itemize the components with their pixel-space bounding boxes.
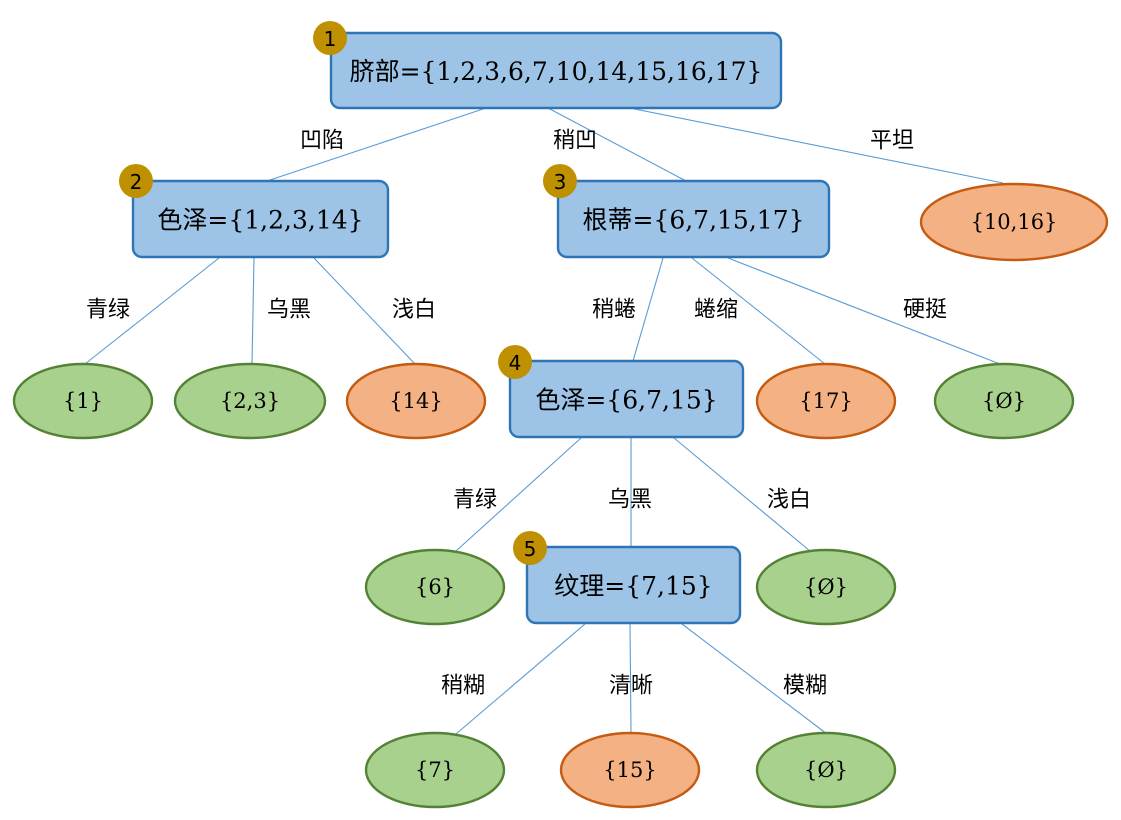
leaf-node-l_empty_b: {Ø} xyxy=(755,548,897,626)
edge-labels-layer: 凹陷稍凹平坦青绿乌黑浅白稍蜷蜷缩硬挺青绿乌黑浅白稍糊清晰模糊 xyxy=(86,129,947,699)
edge-n1-n3 xyxy=(547,107,687,182)
nodes-layer: {10,16} {1} {2,3} {14} {17} {Ø} {6} {Ø} {7} {15} {… xyxy=(12,21,1109,809)
edge-label-n5-l_empty_c: 模糊 xyxy=(783,674,827,699)
leaf-label: {15} xyxy=(603,758,656,782)
leaf-label: {17} xyxy=(799,389,852,413)
leaf-label: {Ø} xyxy=(982,389,1026,413)
edges-layer xyxy=(84,107,1004,735)
leaf-ellipse xyxy=(755,548,897,626)
edge-n3-l_17 xyxy=(691,257,826,365)
leaf-node-l_17: {17} xyxy=(755,362,897,440)
edge-label-n3-l_17: 蜷缩 xyxy=(694,298,738,323)
leaf-label: {Ø} xyxy=(804,758,848,782)
leaf-ellipse xyxy=(12,362,154,440)
leaf-ellipse xyxy=(364,731,506,809)
decision-node-n1: 脐部={1,2,3,6,7,10,14,15,16,17} 1 xyxy=(313,21,783,110)
leaf-label: {1} xyxy=(63,389,103,413)
edge-label-n4-n5: 乌黑 xyxy=(608,488,652,513)
leaf-node-l_10_16: {10,16} xyxy=(919,182,1109,262)
edge-label-n4-l_empty_b: 浅白 xyxy=(767,488,811,513)
leaf-node-l_empty_c: {Ø} xyxy=(755,731,897,809)
leaf-label: {14} xyxy=(389,389,442,413)
edge-n4-l_empty_b xyxy=(673,437,811,552)
step-badge-number: 3 xyxy=(554,170,567,194)
edge-n5-l_15 xyxy=(629,623,632,735)
edge-label-n4-l_6: 青绿 xyxy=(453,488,497,513)
leaf-node-l_14: {14} xyxy=(345,362,487,440)
edge-n3-n4 xyxy=(632,257,664,362)
step-badge-circle xyxy=(119,164,153,198)
node-label: 纹理={7,15} xyxy=(554,572,712,601)
step-badge-circle xyxy=(313,21,347,55)
leaf-ellipse xyxy=(364,548,506,626)
leaf-ellipse xyxy=(345,362,487,440)
edge-n2-l_1 xyxy=(84,257,220,365)
step-badge-number: 4 xyxy=(509,351,522,375)
step-badge-number: 5 xyxy=(524,537,537,561)
leaf-ellipse xyxy=(559,731,701,809)
edge-n5-l_7 xyxy=(455,623,586,735)
edge-n3-l_empty_a xyxy=(727,257,1001,365)
leaf-label: {10,16} xyxy=(971,210,1058,234)
leaf-label: {6} xyxy=(415,575,455,599)
leaf-node-l_empty_a: {Ø} xyxy=(933,362,1075,440)
step-badge-circle xyxy=(543,164,577,198)
edge-label-n2-l_14: 浅白 xyxy=(392,298,436,323)
edge-label-n3-l_empty_a: 硬挺 xyxy=(903,298,947,323)
node-box xyxy=(329,31,783,110)
edge-label-n2-l_1: 青绿 xyxy=(86,298,130,323)
leaf-label: {Ø} xyxy=(804,575,848,599)
node-label: 根蒂={6,7,15,17} xyxy=(582,206,804,235)
leaf-ellipse xyxy=(173,362,327,440)
node-box xyxy=(131,179,390,259)
edge-label-n5-l_15: 清晰 xyxy=(609,674,653,699)
edge-label-n1-n3: 稍凹 xyxy=(553,129,597,154)
edge-n2-l_2_3 xyxy=(251,257,255,365)
leaf-label: {7} xyxy=(415,758,455,782)
node-box xyxy=(508,359,745,439)
edge-label-n5-l_7: 稍糊 xyxy=(441,674,485,699)
leaf-ellipse xyxy=(933,362,1075,440)
leaf-node-l_2_3: {2,3} xyxy=(173,362,327,440)
edge-label-n1-l_10_16: 平坦 xyxy=(870,129,914,154)
leaf-label: {2,3} xyxy=(220,389,280,413)
decision-node-n5: 纹理={7,15} 5 xyxy=(513,531,742,625)
leaf-node-l_15: {15} xyxy=(559,731,701,809)
node-label: 脐部={1,2,3,6,7,10,14,15,16,17} xyxy=(350,57,763,86)
leaf-node-l_6: {6} xyxy=(364,548,506,626)
step-badge-circle xyxy=(498,345,532,379)
edge-label-n3-n4: 稍蜷 xyxy=(592,298,636,323)
decision-node-n4: 色泽={6,7,15} 4 xyxy=(498,345,745,439)
edge-label-n2-l_2_3: 乌黑 xyxy=(267,298,311,323)
leaf-ellipse xyxy=(755,731,897,809)
edge-n2-l_14 xyxy=(313,257,416,365)
edge-n1-l_10_16 xyxy=(629,107,1004,184)
step-badge-number: 1 xyxy=(324,27,337,51)
leaf-node-l_7: {7} xyxy=(364,731,506,809)
edge-n5-l_empty_c xyxy=(681,623,828,735)
step-badge-circle xyxy=(513,531,547,565)
leaf-node-l_1: {1} xyxy=(12,362,154,440)
node-label: 色泽={1,2,3,14} xyxy=(157,206,363,235)
edge-n1-n2 xyxy=(266,107,487,182)
node-box xyxy=(525,545,742,625)
decision-node-n3: 根蒂={6,7,15,17} 3 xyxy=(543,164,831,259)
leaf-ellipse xyxy=(755,362,897,440)
step-badge-number: 2 xyxy=(130,170,143,194)
node-label: 色泽={6,7,15} xyxy=(535,386,717,415)
leaf-ellipse xyxy=(919,182,1109,262)
edge-label-n1-n2: 凹陷 xyxy=(300,129,344,154)
decision-node-n2: 色泽={1,2,3,14} 2 xyxy=(119,164,390,259)
node-box xyxy=(556,179,831,259)
edge-n4-l_6 xyxy=(455,437,582,552)
